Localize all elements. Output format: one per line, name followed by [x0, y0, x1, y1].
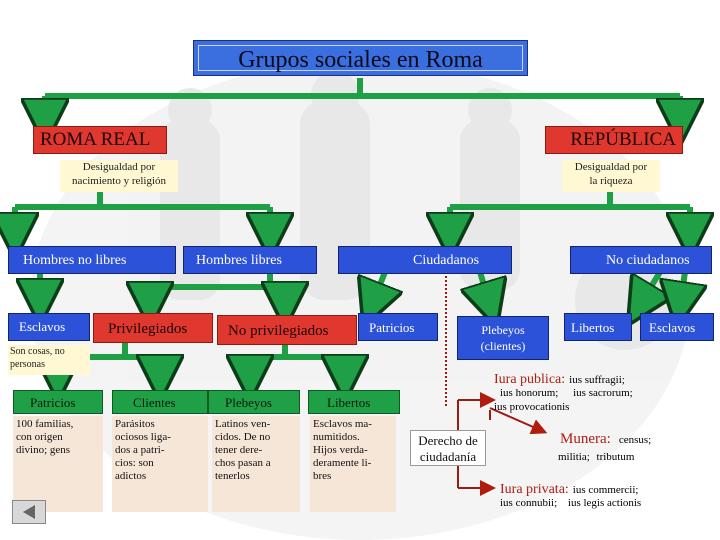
cell-line: Latinos ven-: [215, 418, 271, 430]
iura-publica-item1: ius suffragii;: [569, 374, 625, 386]
col-header-libertos: Libertos: [308, 390, 400, 414]
derecho-line2: ciudadanía: [419, 449, 477, 464]
cell-line: tenerlos: [215, 470, 250, 482]
cell-line: con origen: [16, 431, 63, 443]
iura-publica-item3: ius sacrorum;: [573, 387, 633, 399]
cell-line: tener dere-: [215, 444, 263, 456]
plebeyos-line2: (clientes): [480, 339, 526, 353]
desig-riq-line2: la riqueza: [589, 175, 633, 187]
hombres-no-libres-box: Hombres no libres: [8, 246, 176, 274]
cell-line: Esclavos ma-: [313, 418, 372, 430]
cell-line: Hijos verda-: [313, 444, 368, 456]
col-header-clientes: Clientes: [112, 390, 208, 414]
desigualdad-riqueza-note: Desigualdad por la riqueza: [562, 160, 660, 192]
derecho-ciudadania-box: Derecho de ciudadanía: [410, 430, 486, 466]
munera-label: Munera:: [560, 431, 611, 447]
cell-line: cios: son: [115, 457, 154, 469]
iura-privata-label: Iura privata:: [500, 482, 569, 497]
col-cell-clientes: Parásitos ociosos liga- dos a patri- cio…: [112, 416, 208, 512]
no-privilegiados-box: No privilegiados: [217, 315, 357, 345]
ciudadanos-box: Ciudadanos: [338, 246, 512, 274]
iura-publica-item4: ius provocationis: [494, 401, 570, 413]
cell-line: divino; gens: [16, 444, 71, 456]
derecho-line1: Derecho de: [418, 433, 478, 448]
munera-item1: census;: [618, 434, 652, 446]
iura-privata-block: Iura privata: ius commercii; ius connubi…: [500, 480, 716, 516]
son-cosas-line2: personas: [10, 359, 45, 370]
iura-privata-item3: ius legis actionis: [567, 497, 642, 509]
cell-line: dos a patri-: [115, 444, 165, 456]
iura-publica-label: Iura publica:: [494, 372, 566, 387]
cell-line: Parásitos: [115, 418, 155, 430]
desig-riq-line1: Desigualdad por: [574, 161, 648, 173]
iura-privata-item2: ius connubii;: [500, 497, 558, 509]
privilegiados-box: Privilegiados: [93, 313, 213, 343]
desigualdad-nacimiento-note: Desigualdad por nacimiento y religión: [60, 160, 178, 192]
desig-nac-line2: nacimiento y religión: [71, 175, 167, 187]
iura-publica-item2: ius honorum;: [500, 387, 559, 399]
col-cell-libertos: Esclavos ma- numitidos. Hijos verda- der…: [310, 416, 396, 512]
patricios-rep-box: Patricios: [358, 313, 438, 341]
son-cosas-note: Son cosas, no personas: [8, 345, 90, 375]
no-ciudadanos-box: No ciudadanos: [570, 246, 712, 274]
libertos-rep-box: Libertos: [564, 313, 632, 341]
munera-block: Munera: census; militia; tributum: [558, 430, 708, 470]
iura-privata-item1: ius commercii;: [572, 484, 639, 496]
plebeyos-line1: Plebeyos: [481, 323, 525, 337]
col-header-plebeyos: Plebeyos: [208, 390, 300, 414]
munera-item2: militia;: [558, 451, 590, 463]
son-cosas-line1: Son cosas, no: [10, 346, 65, 357]
munera-item3: tributum: [596, 451, 635, 463]
title-inner-frame: [198, 45, 523, 71]
col-header-patricios: Patricios: [13, 390, 103, 414]
hombres-libres-box: Hombres libres: [183, 246, 317, 274]
roma-real-box: ROMA REAL: [33, 126, 167, 154]
connector-lines: [15, 78, 690, 378]
col-cell-plebeyos: Latinos ven- cidos. De no tener dere- ch…: [212, 416, 300, 512]
desig-nac-line1: Desigualdad por: [82, 161, 156, 173]
arrow-left-icon: [23, 505, 35, 519]
republica-box: REPÚBLICA: [545, 126, 683, 154]
col-cell-patricios: 100 familias, con origen divino; gens: [13, 416, 103, 512]
diagram-title: Grupos sociales en Roma: [193, 40, 528, 76]
cell-line: 100 familias,: [16, 418, 74, 430]
iura-publica-block: Iura publica: ius suffragii; ius honorum…: [494, 370, 716, 416]
back-button[interactable]: [12, 500, 46, 524]
esclavos-rep-box: Esclavos: [640, 313, 714, 341]
esclavos-box: Esclavos: [8, 313, 90, 341]
cell-line: bres: [313, 470, 332, 482]
cell-line: deramente li-: [313, 457, 372, 469]
cell-line: numitidos.: [313, 431, 360, 443]
cell-line: cidos. De no: [215, 431, 271, 443]
cell-line: chos pasan a: [215, 457, 271, 469]
cell-line: adictos: [115, 470, 147, 482]
plebeyos-clientes-box: Plebeyos (clientes): [457, 316, 549, 360]
cell-line: ociosos liga-: [115, 431, 171, 443]
title-text: Grupos sociales en Roma: [238, 47, 483, 73]
